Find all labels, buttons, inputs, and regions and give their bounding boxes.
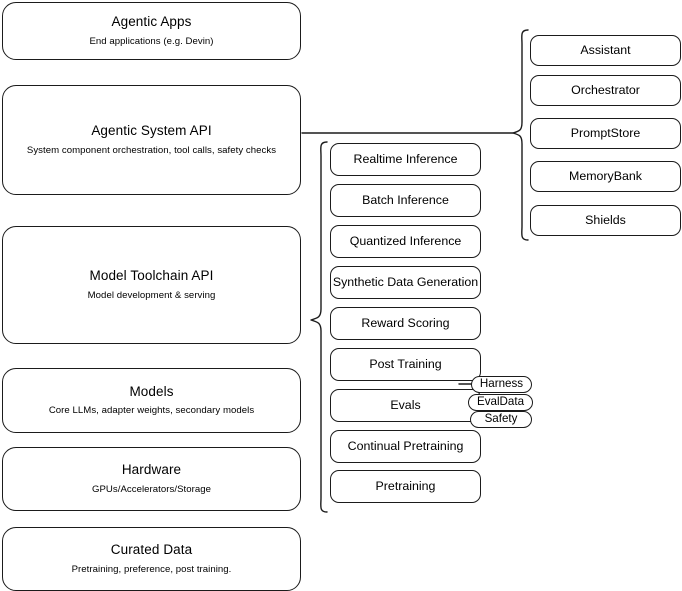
eval-subcomponent-label: Harness (479, 377, 524, 391)
capability-label: Realtime Inference (353, 151, 458, 166)
toolchain-capabilities-brace (310, 141, 328, 513)
layer-title: Model Toolchain API (89, 268, 214, 284)
system-component-label: Assistant (580, 42, 631, 57)
layer-curated-data[interactable]: Curated Data Pretraining, preference, po… (2, 527, 301, 591)
layer-models[interactable]: Models Core LLMs, adapter weights, secon… (2, 368, 301, 433)
layer-subtitle: Pretraining, preference, post training. (71, 563, 232, 575)
layer-title: Curated Data (110, 542, 193, 558)
capability-label: Quantized Inference (349, 233, 462, 248)
capability-label: Post Training (369, 356, 442, 371)
layer-title: Hardware (121, 462, 182, 478)
eval-subcomponent-label: Safety (484, 412, 518, 426)
system-component-promptstore[interactable]: PromptStore (530, 118, 681, 149)
system-component-shields[interactable]: Shields (530, 205, 681, 236)
capability-label: Evals (390, 397, 421, 412)
capability-quantized-inference[interactable]: Quantized Inference (330, 225, 481, 258)
layer-title: Models (129, 383, 174, 399)
system-components-brace (512, 29, 529, 241)
layer-hardware[interactable]: Hardware GPUs/Accelerators/Storage (2, 447, 301, 511)
eval-subcomponent-label: EvalData (476, 395, 525, 409)
layer-title: Agentic Apps (111, 14, 192, 30)
layer-subtitle: GPUs/Accelerators/Storage (91, 483, 212, 495)
capability-reward-scoring[interactable]: Reward Scoring (330, 307, 481, 340)
layer-title: Agentic System API (91, 123, 212, 139)
system-component-label: MemoryBank (569, 168, 642, 183)
eval-subcomponent-harness[interactable]: Harness (471, 376, 532, 393)
capability-continual-pretraining[interactable]: Continual Pretraining (330, 430, 481, 463)
layer-subtitle: Model development & serving (87, 289, 216, 301)
layer-model-toolchain-api[interactable]: Model Toolchain API Model development & … (2, 226, 301, 344)
capability-synthetic-data-generation[interactable]: Synthetic Data Generation (330, 266, 481, 299)
layer-subtitle: Core LLMs, adapter weights, secondary mo… (48, 405, 255, 417)
system-component-memorybank[interactable]: MemoryBank (530, 161, 681, 192)
system-component-assistant[interactable]: Assistant (530, 35, 681, 66)
capability-label: Pretraining (375, 478, 436, 493)
layer-subtitle: End applications (e.g. Devin) (89, 35, 214, 47)
capability-batch-inference[interactable]: Batch Inference (330, 184, 481, 217)
capability-pretraining[interactable]: Pretraining (330, 470, 481, 503)
system-component-orchestrator[interactable]: Orchestrator (530, 75, 681, 106)
capability-evals[interactable]: Evals (330, 389, 481, 422)
capability-realtime-inference[interactable]: Realtime Inference (330, 143, 481, 176)
layer-agentic-apps[interactable]: Agentic Apps End applications (e.g. Devi… (2, 2, 301, 60)
capability-label: Synthetic Data Generation (332, 274, 479, 289)
eval-subcomponent-safety[interactable]: Safety (470, 411, 532, 428)
layer-agentic-system-api[interactable]: Agentic System API System component orch… (2, 85, 301, 195)
system-component-label: PromptStore (570, 125, 641, 140)
layer-subtitle: System component orchestration, tool cal… (26, 144, 277, 156)
eval-subcomponent-evaldata[interactable]: EvalData (468, 394, 533, 411)
capability-label: Continual Pretraining (347, 438, 464, 453)
system-component-label: Orchestrator (571, 82, 640, 97)
system-component-label: Shields (585, 212, 626, 227)
capability-label: Reward Scoring (361, 315, 450, 330)
capability-label: Batch Inference (362, 192, 449, 207)
capability-post-training[interactable]: Post Training (330, 348, 481, 381)
